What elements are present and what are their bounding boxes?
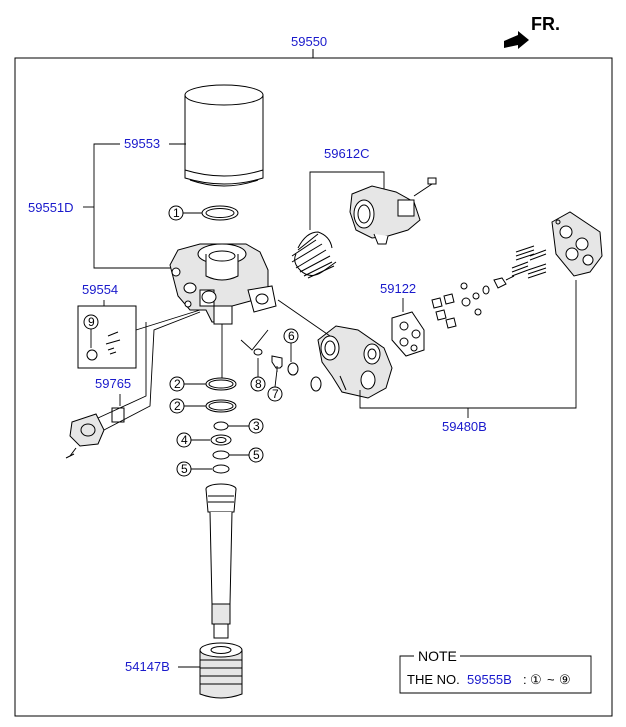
hose-part <box>199 483 243 699</box>
heater-part <box>65 311 201 459</box>
front-label: FR. <box>531 14 560 34</box>
note-box: NOTE THE NO. 59555B : ① ~ ⑨ <box>399 648 592 694</box>
callout-3[interactable] <box>248 418 264 434</box>
governor-part <box>349 177 437 245</box>
dryer-body-bracket <box>93 143 172 269</box>
dryer-body <box>169 243 277 325</box>
part-number-59551D[interactable]: 59551D <box>28 200 74 215</box>
svg-text:9: 9 <box>88 315 95 329</box>
note-range-tilde: ~ <box>547 672 555 687</box>
svg-text:3: 3 <box>253 419 260 433</box>
note-range-to: ⑨ <box>559 672 571 687</box>
part-number-59612C[interactable]: 59612C <box>324 146 370 161</box>
front-direction-indicator: FR. <box>504 14 560 49</box>
svg-text:1: 1 <box>173 206 180 220</box>
seal-3 <box>213 421 229 431</box>
filter-cartridge <box>184 84 264 187</box>
seal-5-upper <box>212 450 230 460</box>
ring-part <box>310 376 322 392</box>
svg-text:5: 5 <box>181 462 188 476</box>
gasket-part <box>391 311 425 357</box>
callout-5-right[interactable] <box>248 447 264 463</box>
note-range-from: ① <box>530 672 542 687</box>
valve-kit-box <box>77 305 137 369</box>
part-number-59550[interactable]: 59550 <box>291 34 327 49</box>
plug-8 <box>253 348 263 356</box>
svg-text:2: 2 <box>174 377 181 391</box>
note-part-number[interactable]: 59555B <box>467 672 512 687</box>
front-arrow-icon <box>504 31 529 49</box>
small-parts-cluster <box>431 275 515 329</box>
spring-part <box>291 231 337 279</box>
part-number-59765[interactable]: 59765 <box>95 376 131 391</box>
svg-text:2: 2 <box>174 399 181 413</box>
fitting-6 <box>287 362 299 376</box>
washer-4 <box>210 434 232 446</box>
note-prefix: THE NO. <box>407 672 460 687</box>
svg-text:6: 6 <box>288 329 295 343</box>
svg-text:5: 5 <box>253 448 260 462</box>
svg-text:4: 4 <box>181 433 188 447</box>
springs-cluster <box>511 245 547 279</box>
note-separator: : <box>523 672 527 687</box>
bolt-7 <box>271 355 283 369</box>
part-number-59553[interactable]: 59553 <box>124 136 160 151</box>
part-number-59122[interactable]: 59122 <box>380 281 416 296</box>
note-title: NOTE <box>418 648 457 664</box>
svg-text:8: 8 <box>255 377 262 391</box>
cover-part <box>551 211 603 277</box>
valve-block-part <box>317 325 393 399</box>
part-number-54147B[interactable]: 54147B <box>125 659 170 674</box>
part-number-59554[interactable]: 59554 <box>82 282 118 297</box>
seal-5-lower <box>212 464 230 474</box>
part-number-59480B[interactable]: 59480B <box>442 419 487 434</box>
svg-text:7: 7 <box>272 387 279 401</box>
